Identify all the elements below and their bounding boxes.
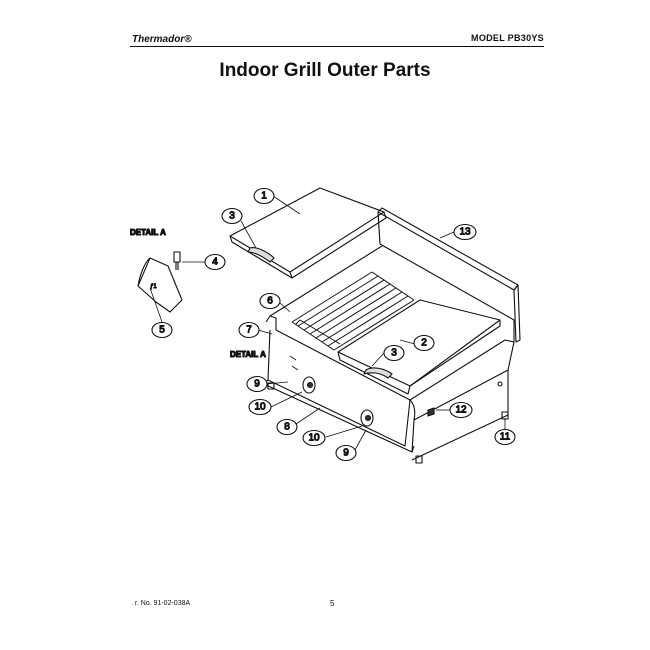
page-title: Indoor Grill Outer Parts — [219, 60, 431, 81]
callout-9: 9 — [254, 379, 260, 390]
detail-a-label: DETAIL A — [130, 228, 166, 237]
callout-3: 3 — [229, 211, 235, 222]
callout-8: 8 — [284, 422, 290, 433]
callout-3b: 3 — [391, 348, 397, 359]
detail-a-inset: ƒ1 — [137, 251, 183, 313]
callout-9b: 9 — [343, 448, 349, 459]
grill-lid — [229, 187, 387, 279]
detail-a-label: DETAIL A — [230, 350, 266, 359]
backsplash — [377, 207, 521, 343]
brand-logo: Thermador® — [132, 34, 192, 45]
grill-grates — [291, 271, 415, 351]
callout-7: 7 — [246, 325, 252, 336]
callout-1: 1 — [261, 191, 267, 202]
grill-body — [263, 243, 515, 464]
callout-2: 2 — [421, 338, 427, 349]
callout-6: 6 — [267, 296, 273, 307]
callout-12: 12 — [455, 405, 467, 416]
document-number: . r. No. 91-02-038A — [131, 600, 191, 607]
svg-text:ƒ1: ƒ1 — [150, 284, 157, 290]
callout-balloons: 1 2 3 3 4 5 6 7 8 9 9 10 10 — [151, 187, 516, 462]
header-rule — [130, 46, 544, 47]
model-number: MODEL PB30YS — [471, 33, 544, 43]
callout-5: 5 — [159, 325, 165, 336]
callout-4: 4 — [212, 257, 218, 268]
callout-10b: 10 — [308, 433, 320, 444]
control-knobs — [289, 355, 374, 427]
callout-13: 13 — [459, 227, 471, 238]
page-number: 5 — [330, 599, 335, 608]
callout-10: 10 — [254, 402, 266, 413]
leader-lines — [149, 195, 506, 451]
callout-11: 11 — [500, 432, 511, 443]
